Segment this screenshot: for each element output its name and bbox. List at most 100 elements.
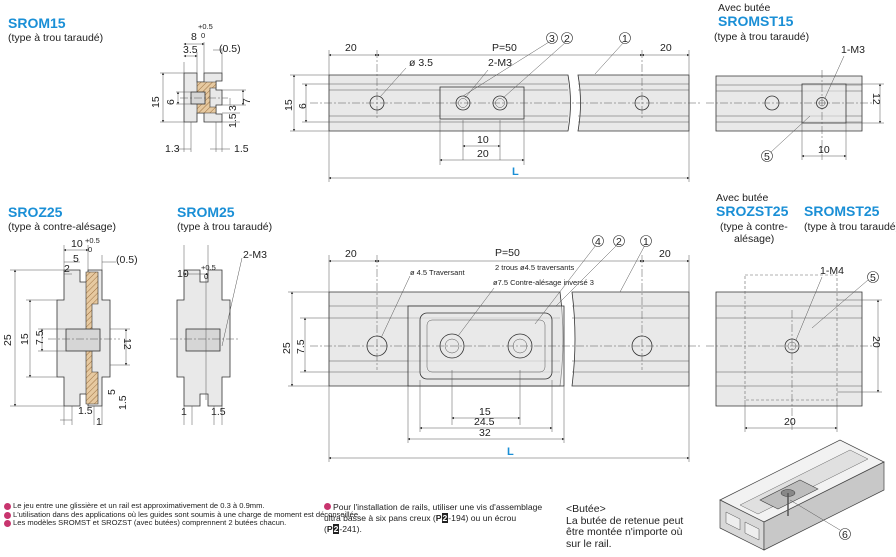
srom15-title: SROM15	[8, 15, 66, 31]
stopper-3d-illustration: 6	[719, 439, 885, 551]
srom15-dim-1-5-bottom: 1.5	[234, 143, 249, 155]
st25-dim-20-bottom: 20	[784, 416, 796, 428]
srom15-dim-7: 7	[241, 98, 253, 104]
balloon-6: 6	[842, 529, 848, 541]
sroz25-dim-7-5: 7.5	[34, 330, 46, 345]
srozst25-prefix: Avec butée	[716, 192, 769, 204]
rail25-dim-25: 25	[281, 342, 293, 354]
sroz25-title: SROZ25	[8, 204, 63, 220]
srom15-dim-1-3: 1.3	[165, 143, 180, 155]
srom15-dim-0-5: (0.5)	[219, 43, 241, 55]
rail25-hole-dia: ø 4.5 Traversant	[410, 268, 466, 277]
srom15-rail-view: 20 P=50 20 ø 3.5 2-M3 3 2 1 15 6 10 20	[283, 32, 700, 182]
rail25-dim-24-5: 24.5	[474, 416, 495, 428]
sroz25-dim-25: 25	[2, 334, 14, 346]
rail25-length-L: L	[507, 446, 514, 458]
balloon-3-top: 3	[549, 33, 555, 45]
note-1: Le jeu entre une glissière et un rail es…	[4, 501, 360, 511]
srom15-pitch: P=50	[492, 42, 517, 54]
srom15-dim-1-5-right: 1.5	[227, 113, 239, 128]
note-3: Les modèles SROMST et SROZST (avec butée…	[4, 519, 360, 528]
balloon-1-mid: 1	[643, 236, 649, 248]
sroz25-dim-1-bottom: 1	[96, 416, 102, 428]
sromst15-title: SROMST15	[718, 13, 794, 29]
sromst15-dim-12: 12	[870, 93, 882, 105]
page-ref-1[interactable]: P	[435, 513, 442, 523]
srozst25-subtitle-1: (type à contre-	[720, 221, 788, 233]
st25-dim-20-right: 20	[870, 336, 882, 348]
rail25-pitch: P=50	[495, 247, 520, 259]
rail25-dim-15: 15	[479, 406, 491, 418]
warning-icon	[4, 503, 11, 510]
srom15-dim-8: 8	[191, 31, 197, 43]
sromst15-tap: 1-M3	[841, 44, 865, 56]
sromst15-dim-10: 10	[818, 144, 830, 156]
srom25-dim-1: 1	[181, 406, 187, 418]
warning-icon	[4, 520, 11, 528]
srozst25-title: SROZST25	[716, 203, 789, 219]
butee-line-3: sur le rail.	[566, 537, 612, 550]
balloon-4-mid: 4	[595, 236, 601, 248]
sroz25-cross-section: 10 +0.5 0 5 2 (0.5) 25 15 7.5 12 5 1.5	[2, 236, 138, 428]
sroz25-subtitle: (type à contre-alésage)	[8, 221, 116, 233]
srom15-length-L: L	[512, 166, 519, 178]
butee-line-1: La butée de retenue peut	[566, 514, 684, 527]
warning-icon	[4, 511, 11, 519]
sroz25-dim-0-5: (0.5)	[116, 254, 138, 266]
rail25-cbore: ø7.5 Contre-alésage inversé 3	[493, 278, 594, 287]
srom15-dim-20-left: 20	[345, 42, 357, 54]
srom15-dim-20-bottom: 20	[477, 148, 489, 160]
srom25-cross-section: 10 +0.5 0 2-M3 1 1.5	[170, 245, 267, 425]
srom15-dim-10: 10	[477, 134, 489, 146]
balloon-5-top: 5	[764, 151, 770, 163]
srom15-rail-h15: 15	[283, 99, 295, 111]
sromst25-subtitle: (type à trou taraudé)	[804, 221, 896, 233]
srom15-dim-6: 6	[165, 99, 177, 105]
sroz25-dim-1-5-bottom: 1.5	[78, 405, 93, 417]
srom15-dim-3: 3	[227, 105, 239, 111]
balloon-5-mid: 5	[870, 272, 876, 284]
page-ref-2[interactable]: P	[326, 524, 333, 534]
srom25-tap: 2-M3	[243, 249, 267, 261]
sroz25-dim-15: 15	[19, 333, 31, 345]
notes-middle: Pour l'installation de rails, utiliser u…	[324, 502, 543, 534]
rail25-view: 20 P=50 20 ø 4.5 Traversant 2 trous ø4.5…	[281, 235, 700, 462]
butee-title: <Butée>	[566, 503, 606, 515]
srom25-dim-1-5: 1.5	[211, 406, 226, 418]
sroz25-dim-12: 12	[121, 338, 133, 350]
sroz25-dim-1-5-right: 1.5	[117, 395, 129, 410]
srom15-hole-dia: ø 3.5	[409, 57, 433, 69]
sromst25-title: SROMST25	[804, 203, 880, 219]
st25-stopper-view: 1-M4 5 20 20	[706, 265, 882, 432]
srom25-tol-plus: +0.5	[201, 263, 216, 272]
srom25-dim-10: 10	[177, 268, 189, 280]
srom15-dim-20-right: 20	[660, 42, 672, 54]
note-2: L'utilisation dans des applications où l…	[4, 510, 360, 520]
rail25-dim-32: 32	[479, 427, 491, 439]
butee-line-2: être montée n'importe où	[566, 526, 683, 538]
sromst15-prefix: Avec butée	[718, 2, 771, 14]
sromst15-subtitle: (type à trou taraudé)	[714, 31, 809, 43]
srom15-dim-15: 15	[150, 96, 162, 108]
srozst25-subtitle-2: alésage)	[734, 233, 774, 245]
srom25-tol-zero: 0	[204, 272, 208, 281]
srom15-subtitle: (type à trou taraudé)	[8, 32, 103, 44]
sromst15-stopper-view: 1-M3 12 10 5	[706, 44, 884, 163]
srom15-dim-3-5: 3.5	[183, 44, 198, 56]
srom15-cross-section: 8 +0.5 0 3.5 (0.5) 15 6 7 3 1.5 1.3 1.5	[150, 22, 253, 155]
balloon-2-mid: 2	[616, 236, 622, 248]
sroz25-dim-10: 10	[71, 238, 83, 250]
warning-icon	[324, 503, 331, 510]
notes-left: Le jeu entre une glissière et un rail es…	[4, 501, 360, 528]
rail25-dim-7-5: 7.5	[295, 339, 307, 354]
st25-tap: 1-M4	[820, 265, 844, 277]
rail25-dim-20-left: 20	[345, 248, 357, 260]
rail25-dim-20-right: 20	[659, 248, 671, 260]
srom25-subtitle: (type à trou taraudé)	[177, 221, 272, 233]
rail25-holes: 2 trous ø4.5 traversants	[495, 263, 574, 272]
sroz25-tol-plus: +0.5	[85, 236, 100, 245]
srom15-rail-h6: 6	[297, 103, 309, 109]
sroz25-dim-5-right: 5	[106, 389, 118, 395]
